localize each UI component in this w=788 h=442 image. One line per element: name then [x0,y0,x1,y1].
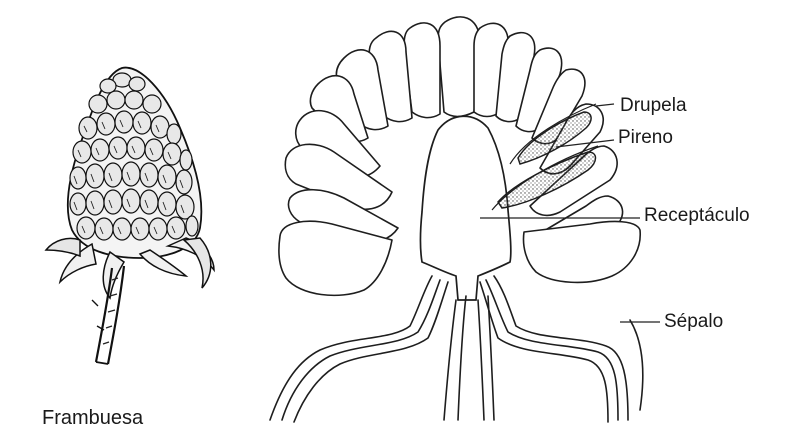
label-receptaculo: Receptáculo [644,206,750,225]
label-pireno: Pireno [618,128,673,147]
receptacle [421,116,511,300]
whole-fruit-body [68,68,202,258]
section-sepals [270,276,643,422]
leader-drupela [596,104,614,106]
label-drupela: Drupela [620,96,687,115]
figure-caption: Frambuesa [42,408,143,428]
label-sepalo: Sépalo [664,312,723,331]
